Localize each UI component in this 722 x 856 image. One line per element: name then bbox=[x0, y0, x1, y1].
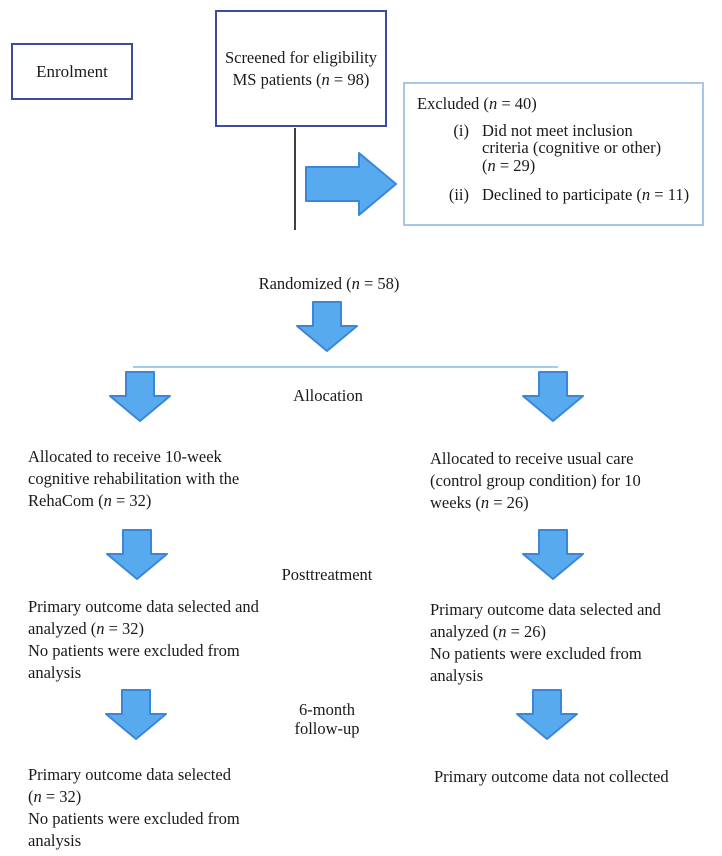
down-arrow-icon bbox=[106, 529, 168, 580]
connector-line bbox=[294, 128, 296, 230]
right-arrow-icon bbox=[305, 152, 397, 216]
allocation-divider-line bbox=[133, 366, 558, 368]
enrolment-label: Enrolment bbox=[36, 61, 108, 81]
down-arrow-icon bbox=[516, 689, 578, 740]
stage-label-allocation: Allocation bbox=[293, 386, 363, 405]
excluded-item-marker: (i) bbox=[453, 120, 469, 140]
randomized-label: Randomized (n = 58) bbox=[258, 274, 400, 293]
followup-left-text: Primary outcome data selected(n = 32)No … bbox=[28, 765, 240, 850]
enrolment-box: Enrolment bbox=[11, 43, 133, 100]
excluded-title: Excluded (n = 40) bbox=[417, 94, 537, 113]
down-arrow-icon bbox=[522, 529, 584, 580]
stage-label-posttreatment: Posttreatment bbox=[281, 565, 373, 584]
down-arrow-icon bbox=[105, 689, 167, 740]
allocation-right-text: Allocated to receive usual care(control … bbox=[430, 449, 641, 512]
followup-right-text: Primary outcome data not collected bbox=[434, 767, 669, 786]
down-arrow-icon bbox=[109, 371, 171, 422]
excluded-item-marker: (ii) bbox=[448, 185, 469, 204]
down-arrow-icon bbox=[296, 301, 358, 352]
excluded-item: (ii) Declined to participate (n = 11) bbox=[417, 186, 694, 204]
excluded-box: Excluded (n = 40) (i) Did not meet inclu… bbox=[403, 82, 704, 226]
excluded-item-text: Declined to participate (n = 11) bbox=[482, 185, 690, 204]
down-arrow-icon bbox=[522, 371, 584, 422]
